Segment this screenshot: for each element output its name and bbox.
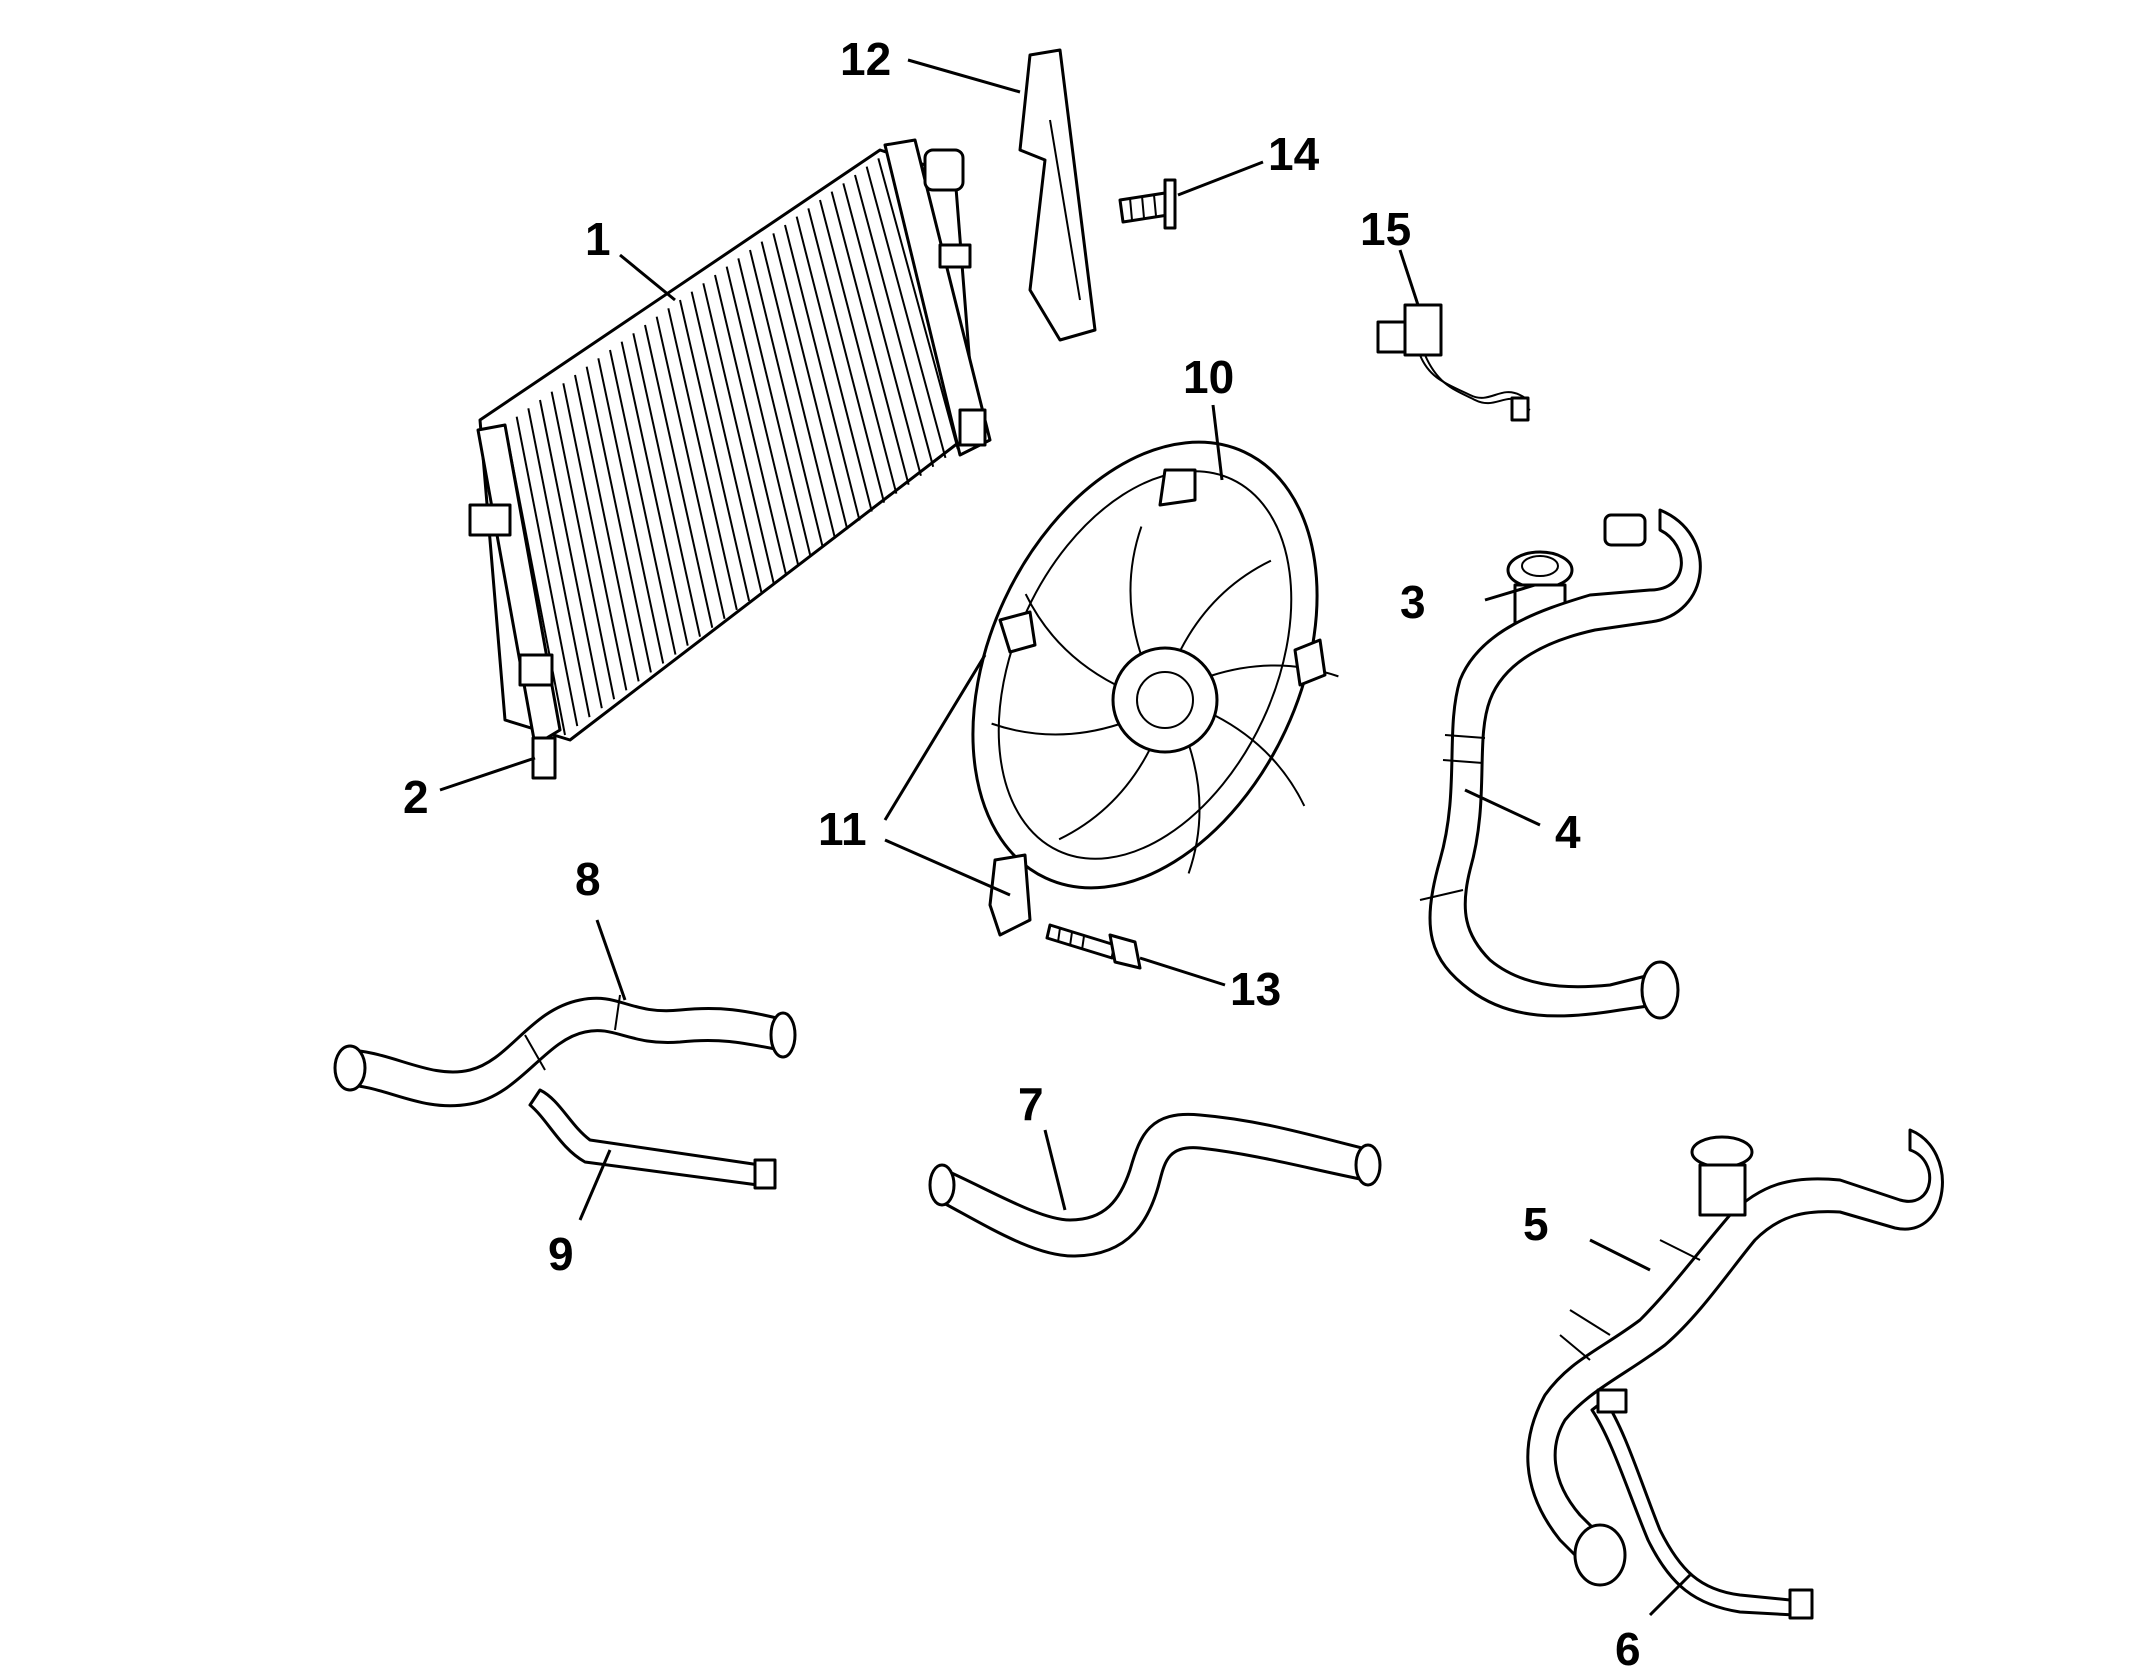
lower-radiator-hose-assembly: [1526, 1128, 1944, 1587]
upper-radiator-hose: [1419, 508, 1702, 1020]
callout-12: 12: [840, 33, 891, 85]
radiator-fin: [842, 183, 922, 477]
radiator-fin: [609, 349, 677, 655]
radiator-fin: [702, 283, 775, 584]
radiator-fin: [585, 366, 652, 673]
radiator-fin: [877, 158, 959, 450]
temperature-sensor-harness: [1376, 303, 1531, 422]
fan-mounting-bolt: [1045, 923, 1142, 970]
radiator-fin: [784, 224, 861, 521]
fan-blade: [991, 722, 1120, 736]
air-seal-deflector: [1018, 48, 1097, 342]
fan-blade: [1058, 749, 1151, 841]
radiator-fin: [795, 216, 873, 512]
radiator-fin: [865, 166, 947, 459]
radiator-fin: [749, 249, 824, 548]
callout-7: 7: [1018, 1078, 1044, 1130]
radiator-fin: [807, 208, 886, 503]
coolant-hose-lower-left: [528, 1088, 777, 1190]
fan-blade: [1179, 559, 1272, 651]
coolant-hose-upper-left: [333, 994, 797, 1108]
radiator-fin: [690, 291, 763, 593]
fan-blade: [1187, 745, 1201, 874]
radiator-fin: [714, 274, 787, 575]
radiator-fin: [539, 399, 603, 709]
callout-6: 6: [1615, 1623, 1641, 1675]
callout-5: 5: [1523, 1198, 1549, 1250]
cooling-fan-shroud: [971, 440, 1339, 937]
callout-11: 11: [818, 803, 867, 855]
callout-8: 8: [575, 853, 601, 905]
callout-1: 1: [585, 213, 611, 265]
radiator-fin: [679, 299, 751, 602]
leader-lines: [439, 58, 1692, 1617]
radiator-fin: [632, 333, 701, 637]
radiator-fin: [515, 416, 579, 727]
radiator-fin: [655, 316, 726, 620]
callout-3: 3: [1400, 576, 1426, 628]
radiator-fin: [574, 374, 640, 682]
fan-blade: [1024, 593, 1116, 686]
radiator-fin: [830, 191, 910, 485]
radiator-fin: [667, 308, 738, 611]
fan-blade: [1129, 526, 1143, 655]
radiator-fin: [854, 174, 935, 468]
fan-blade: [1214, 714, 1306, 807]
callout-9: 9: [548, 1228, 574, 1280]
bypass-hose: [1590, 1388, 1814, 1620]
callout-2: 2: [403, 771, 429, 823]
radiator-fin: [562, 383, 628, 691]
radiator-fin: [597, 358, 665, 664]
radiator-fin: [527, 408, 591, 718]
push-pin-fastener: [1118, 178, 1177, 230]
callout-13: 13: [1230, 963, 1281, 1015]
callout-labels: 1 2 3 4 5 6 7 8 9 10 11 12 13 14 15: [403, 33, 1641, 1675]
radiator-fin: [550, 391, 616, 700]
callout-14: 14: [1268, 128, 1320, 180]
radiator-fin: [644, 324, 714, 628]
radiator-fin: [737, 258, 812, 557]
radiator-fin: [725, 266, 800, 566]
radiator-drain-plug: [531, 736, 557, 780]
callout-4: 4: [1555, 806, 1581, 858]
radiator-fin: [620, 341, 689, 646]
radiator-fin: [819, 199, 898, 494]
callout-10: 10: [1183, 351, 1234, 403]
radiator-fin: [772, 233, 849, 530]
radiator: [468, 138, 992, 747]
radiator-fin: [760, 241, 836, 539]
heater-hose: [928, 1112, 1382, 1258]
callout-15: 15: [1360, 203, 1411, 255]
